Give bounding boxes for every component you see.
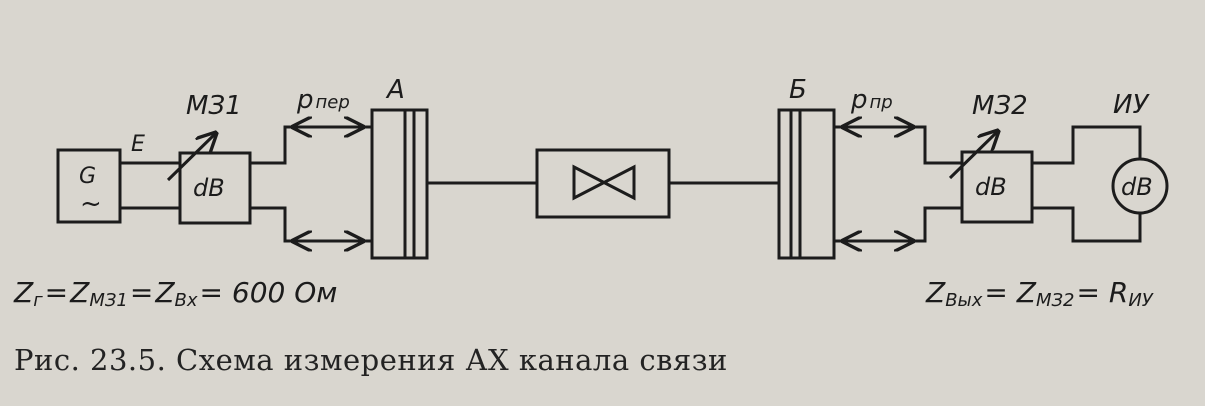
formula-right: ZВых= ZМЗ2= RИУ xyxy=(925,276,1154,311)
formula-right-r-sub: ИУ xyxy=(1128,290,1153,311)
wire-mz2-meter-bottom xyxy=(1032,206,1142,243)
attenuator-mz2-arrow xyxy=(948,131,998,180)
formula-left-eq2: = xyxy=(130,276,153,309)
e-label: E xyxy=(131,132,145,157)
attenuator-mz1-arrow xyxy=(166,133,216,182)
formula-left-z3: Z xyxy=(154,276,175,309)
b-label: Б xyxy=(789,75,807,105)
p-per-main: p xyxy=(296,85,314,115)
formula-left-eq3: = 600 Ом xyxy=(200,276,338,309)
generator-block xyxy=(56,148,122,224)
formula-right-z1-sub: Вых xyxy=(945,290,983,311)
channel-bowtie-icon xyxy=(572,164,636,201)
wire-mz1-a-top xyxy=(250,125,372,165)
formula-left-z1: Z xyxy=(13,276,34,309)
formula-left-z2-sub: МЗ1 xyxy=(89,290,128,311)
formula-left-eq1: = xyxy=(45,276,68,309)
block-a xyxy=(370,108,429,260)
wire-mz1-a-bottom xyxy=(250,206,372,243)
formula-right-z2-sub: МЗ2 xyxy=(1036,290,1075,311)
attenuator-mz1-db: dB xyxy=(193,174,225,202)
attenuator-mz2-db: dB xyxy=(975,173,1007,201)
formula-right-eq1: = Z xyxy=(984,276,1036,309)
meter-circle xyxy=(1111,157,1169,215)
attenuator-mz2-block xyxy=(960,150,1034,224)
wire-b-mz2-bottom xyxy=(834,206,962,243)
block-b xyxy=(777,108,836,260)
formula-left-z2: Z xyxy=(69,276,90,309)
formula-left-z1-sub: г xyxy=(33,290,43,311)
generator-letter: G xyxy=(79,164,96,189)
p-pr-main: p xyxy=(850,85,868,115)
a-label: А xyxy=(385,75,405,105)
iu-label: ИУ xyxy=(1113,90,1150,120)
wire-b-mz2-top xyxy=(834,125,962,165)
mz2-label: МЗ2 xyxy=(972,91,1028,121)
formula-right-z1: Z xyxy=(925,276,946,309)
figure-caption: Рис. 23.5. Схема измерения АХ канала свя… xyxy=(14,343,728,377)
generator-sine-symbol: ~ xyxy=(80,189,102,219)
p-pr-subscript: пр xyxy=(870,92,893,113)
formula-right-eq2: = R xyxy=(1076,276,1128,309)
formula-left: Zг=ZМЗ1=ZВх= 600 Ом xyxy=(13,276,337,311)
wire-mz2-meter-top xyxy=(1032,125,1142,165)
meter-db: dB xyxy=(1121,173,1153,201)
formula-left-z3-sub: Вх xyxy=(175,290,198,311)
mz1-label: МЗ1 xyxy=(186,91,242,121)
p-per-subscript: пер xyxy=(316,92,350,113)
